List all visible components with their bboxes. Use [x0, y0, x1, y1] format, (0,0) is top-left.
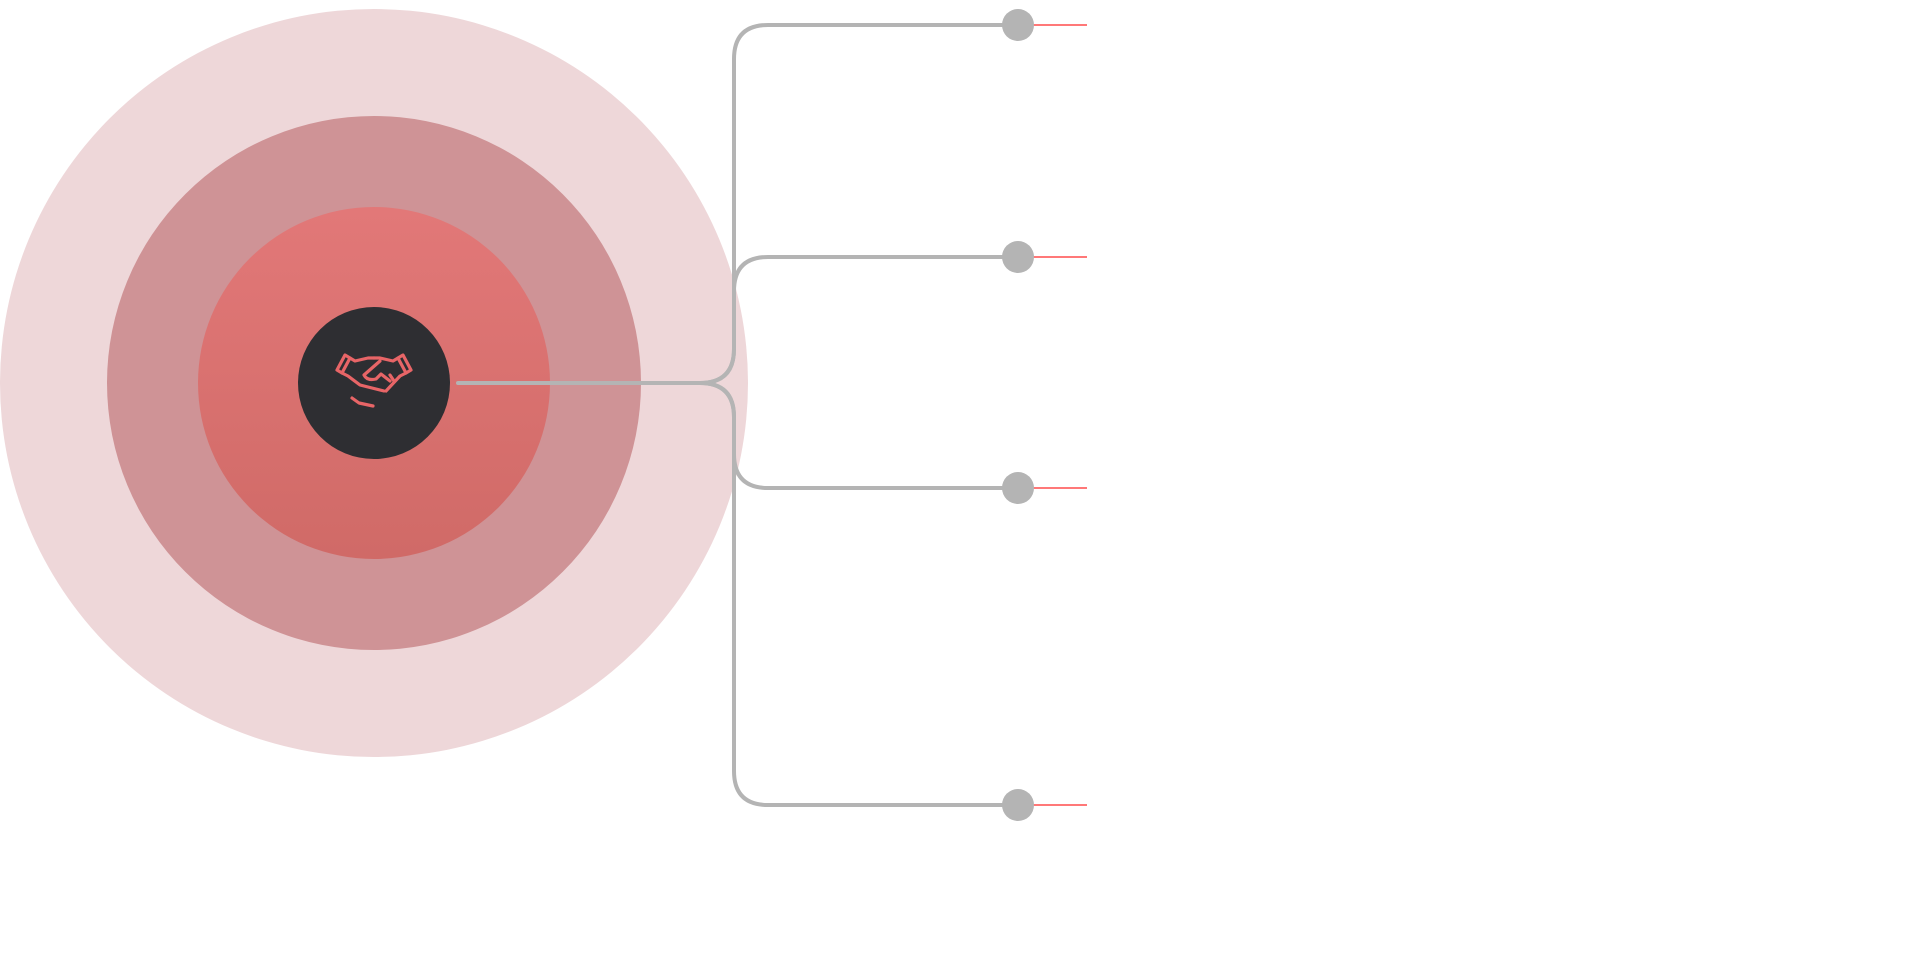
- core-circle: [298, 307, 450, 459]
- connector-lines: [456, 23, 1010, 807]
- accent-lines: [1018, 24, 1087, 806]
- branch-connector-1: [698, 23, 1010, 385]
- branch-dot-1: [1002, 9, 1034, 41]
- connector-dots: [1002, 9, 1034, 821]
- handshake-icon: [335, 353, 413, 408]
- branch-connector-4: [698, 381, 1010, 807]
- branch-dot-3: [1002, 472, 1034, 504]
- branch-dot-4: [1002, 789, 1034, 821]
- branch-connector-2: [698, 255, 1010, 385]
- branch-dot-2: [1002, 241, 1034, 273]
